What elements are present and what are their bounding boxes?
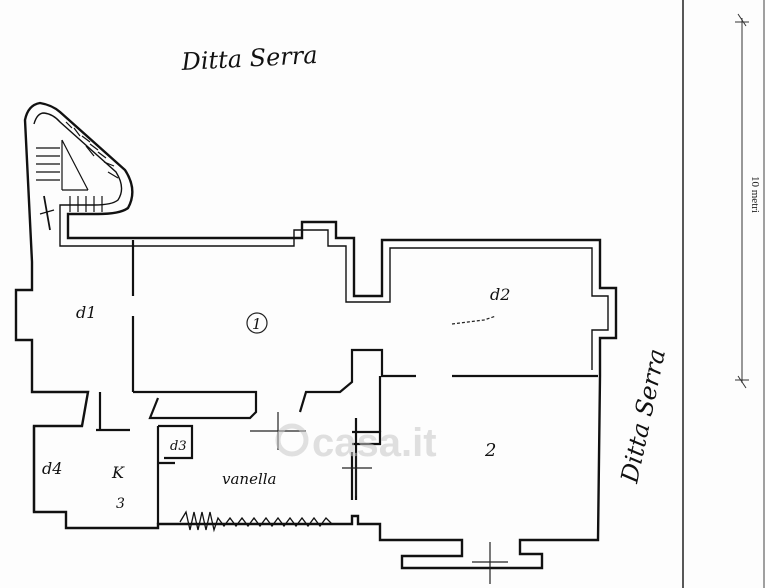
room-label-vanella: vanella <box>222 470 277 488</box>
room-label-d3: d3 <box>170 439 187 454</box>
vanella-zigzag <box>179 510 333 533</box>
scale-label: 10 metri <box>749 176 761 213</box>
watermark-text: casa.it <box>312 421 437 465</box>
room-label-k: K <box>111 463 125 482</box>
room-label-3: 3 <box>116 496 125 512</box>
neighbor-label-top: Ditta Serra <box>180 41 318 76</box>
staircase <box>36 121 119 231</box>
room-label-2: 2 <box>484 440 496 461</box>
room-label-d4: d4 <box>42 459 62 478</box>
room-label-d2: d2 <box>490 285 510 304</box>
watermark: casa.it <box>275 421 437 465</box>
room-label-1: 1 <box>252 315 262 333</box>
outer-walls <box>14 101 618 570</box>
room-label-d1: d1 <box>76 303 96 322</box>
scale-bar <box>735 13 749 389</box>
neighbor-label-right: Ditta Serra <box>615 346 671 486</box>
room-1-circle <box>246 312 268 334</box>
room-d2-scribble <box>451 315 497 325</box>
